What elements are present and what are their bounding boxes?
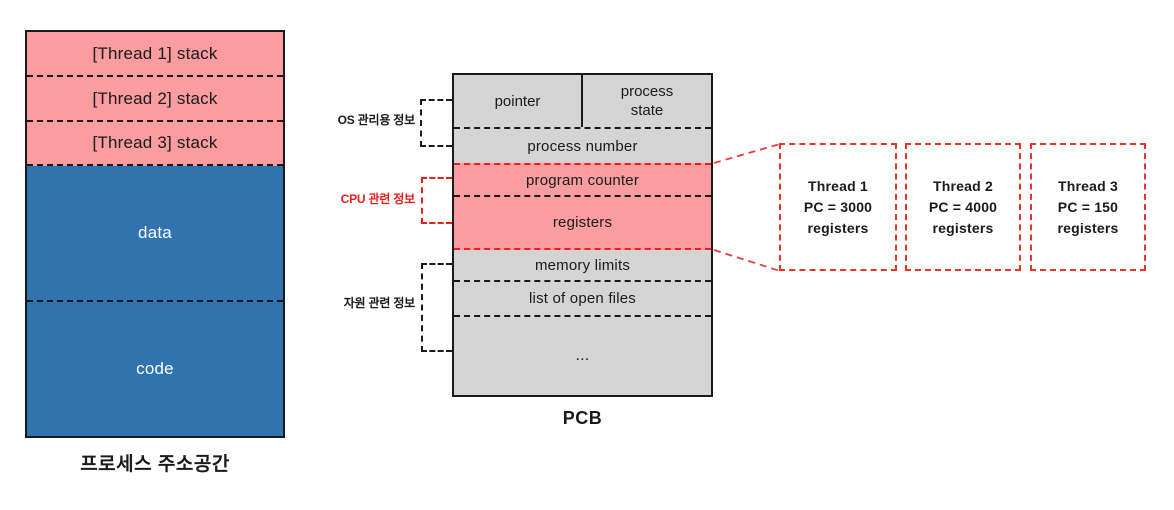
pcb-cell-pointer: pointer [454, 75, 583, 127]
pcb-row-registers: registers [454, 197, 711, 248]
thread-pc-value: PC = 4000 [928, 198, 998, 215]
segment-thread3-stack: [Thread 3] stack [27, 122, 283, 166]
thread2-context-box: Thread 2 PC = 4000 registers [905, 143, 1021, 271]
bracket-os-info [420, 99, 452, 147]
segment-data: data [27, 166, 283, 302]
annotation-resource-related-info: 자원 관련 정보 [343, 296, 416, 310]
address-space-title: 프로세스 주소공간 [80, 454, 230, 475]
annotation-cpu-related-info: CPU 관련 정보 [340, 192, 416, 206]
pcb-cell-label: list of open files [529, 290, 636, 307]
pcb-cell-process-state: process state [583, 75, 711, 127]
thread-name: Thread 1 [808, 177, 868, 194]
pcb-cell-label: registers [552, 214, 613, 231]
pcb-row-process-number: process number [454, 129, 711, 163]
funnel-bottom-line [713, 249, 781, 272]
segment-label: data [138, 223, 172, 242]
segment-label: [Thread 2] stack [92, 88, 218, 108]
segment-label: code [136, 359, 174, 378]
annotation-os-management-info: OS 관리용 정보 [337, 113, 416, 127]
thread-name: Thread 3 [1058, 177, 1118, 194]
segment-code: code [27, 302, 283, 436]
segment-label: [Thread 1] stack [92, 43, 218, 63]
thread-registers-label: registers [807, 219, 869, 236]
thread1-context-box: Thread 1 PC = 3000 registers [779, 143, 897, 271]
pcb-cell-label: ... [575, 347, 590, 364]
pcb-row-pointer-state: pointer process state [454, 75, 711, 129]
pcb-cell-label: process number [527, 137, 638, 155]
bracket-cpu-info [421, 177, 452, 224]
thread-name: Thread 2 [933, 177, 993, 194]
pcb-row-open-files: list of open files [454, 282, 711, 317]
pcb-cell-label: process state [620, 83, 674, 119]
segment-thread1-stack: [Thread 1] stack [27, 32, 283, 77]
segment-thread2-stack: [Thread 2] stack [27, 77, 283, 122]
pcb-block: pointer process state process number pro… [452, 73, 713, 397]
process-address-space: [Thread 1] stack [Thread 2] stack [Threa… [25, 30, 285, 438]
thread-registers-label: registers [1057, 219, 1119, 236]
pcb-row-memory-limits: memory limits [454, 250, 711, 282]
thread-registers-label: registers [932, 219, 994, 236]
pcb-cell-label: memory limits [534, 256, 631, 274]
pcb-cpu-context-zone: program counter registers [454, 163, 711, 250]
funnel-top-line [713, 143, 781, 164]
pcb-title: PCB [562, 408, 603, 428]
thread-pc-value: PC = 150 [1057, 198, 1119, 215]
pcb-row-program-counter: program counter [454, 165, 711, 197]
segment-label: [Thread 3] stack [92, 133, 218, 152]
pcb-cell-label: program counter [525, 171, 640, 189]
thread3-context-box: Thread 3 PC = 150 registers [1030, 143, 1146, 271]
pcb-cell-label: pointer [494, 92, 541, 110]
thread-pc-value: PC = 3000 [803, 198, 873, 215]
bracket-resource-info [421, 263, 452, 352]
pcb-row-ellipsis: ... [454, 317, 711, 395]
